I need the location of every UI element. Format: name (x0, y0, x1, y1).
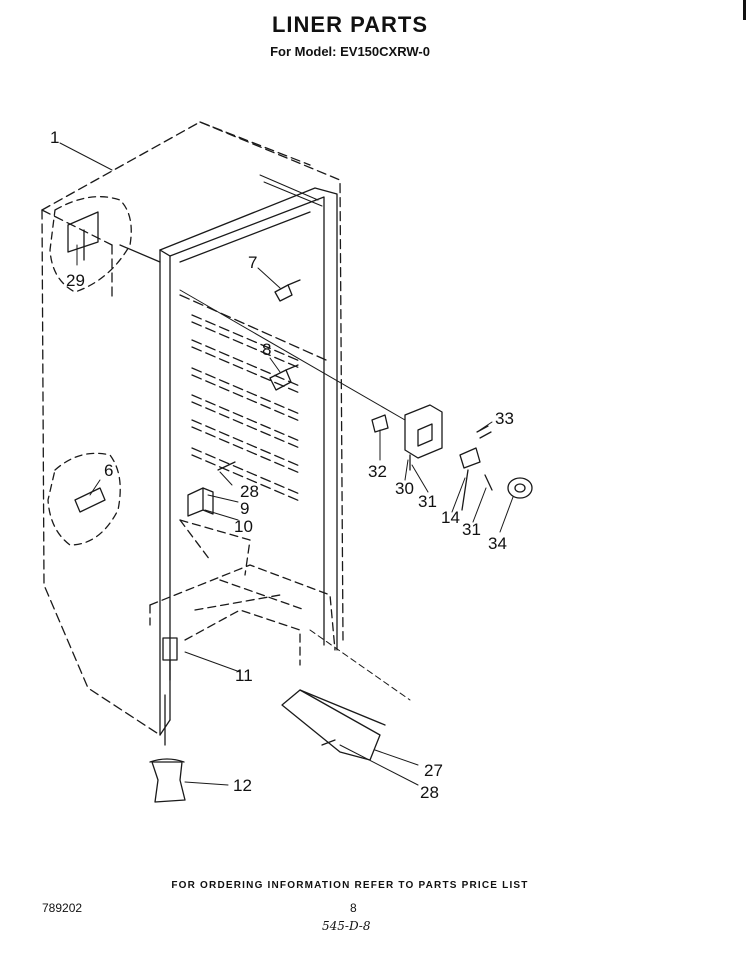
page-title: LINER PARTS (271, 12, 429, 37)
callout-7: 7 (248, 253, 257, 272)
part-11-drain (162, 637, 178, 746)
callout-27: 27 (424, 761, 443, 780)
part-33-screw (476, 425, 492, 439)
callout-34: 34 (488, 534, 507, 553)
callout-8: 8 (262, 340, 271, 359)
callout-28-lower: 28 (420, 783, 439, 802)
part-27-bracket (281, 689, 386, 761)
callout-33: 33 (495, 409, 514, 428)
callout-31-right: 31 (462, 520, 481, 539)
leader-lines (59, 142, 514, 786)
callout-1: 1 (50, 128, 59, 147)
callout-10: 10 (234, 517, 253, 536)
part-12-drain-cap (149, 758, 186, 803)
cabinet-outline (41, 121, 344, 736)
callout-31-left: 31 (418, 492, 437, 511)
ordering-info-note: FOR ORDERING INFORMATION REFER TO PARTS … (171, 880, 529, 891)
callout-29: 29 (66, 271, 85, 290)
callout-9: 9 (240, 499, 249, 518)
part-29-inset (49, 196, 132, 293)
part-32-clip (371, 414, 389, 433)
floor-area (149, 519, 336, 666)
callout-28-upper: 28 (240, 482, 259, 501)
part-9-10-hinge (187, 461, 236, 517)
callout-14: 14 (441, 508, 460, 527)
page-number: 8 (350, 901, 357, 915)
document-number: 789202 (42, 901, 83, 915)
part-8-bracket (269, 364, 299, 391)
callout-32: 32 (368, 462, 387, 481)
part-14-control (459, 447, 481, 511)
part-7-bracket (274, 279, 301, 302)
handwritten-note: 545-D-8 (322, 919, 371, 933)
control-housing-30 (404, 404, 443, 471)
shelf-rails (179, 294, 327, 503)
page-edge-mark (743, 0, 746, 20)
callout-12: 12 (233, 776, 252, 795)
part-34-knob (507, 477, 533, 499)
callout-6: 6 (104, 461, 113, 480)
callout-30: 30 (395, 479, 414, 498)
part-31-screw (484, 474, 493, 491)
model-subtitle: For Model: EV150CXRW-0 (270, 44, 430, 59)
callout-11: 11 (235, 666, 253, 685)
